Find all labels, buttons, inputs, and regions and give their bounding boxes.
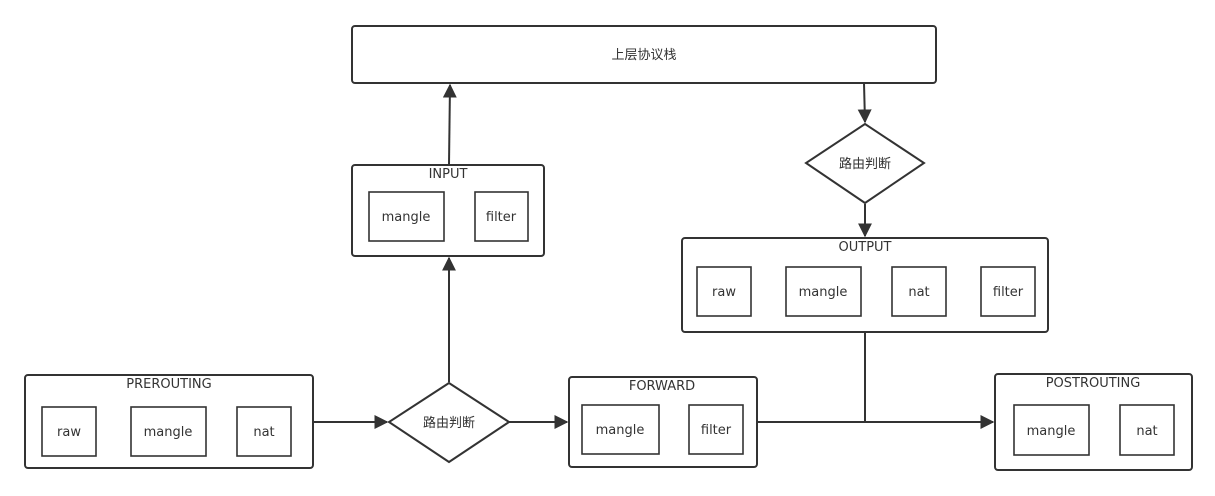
output-table-nat: nat (908, 285, 929, 300)
chain-output: OUTPUT raw mangle nat filter (681, 237, 1049, 333)
chain-prerouting: PREROUTING raw mangle nat (24, 374, 314, 469)
prerouting-table-mangle: mangle (144, 425, 193, 440)
output-table-mangle: mangle (799, 285, 848, 300)
arrow-input-to-upper-stack (442, 83, 457, 165)
chain-postrouting-title: POSTROUTING (1046, 376, 1141, 391)
route-decision-right-label: 路由判断 (839, 156, 891, 172)
postrouting-table-mangle: mangle (1027, 424, 1076, 439)
route-decision-right: 路由判断 (804, 122, 926, 205)
chain-input-title: INPUT (429, 167, 468, 182)
chain-output-title: OUTPUT (839, 240, 892, 255)
chain-input: INPUT mangle filter (351, 164, 545, 257)
input-table-filter: filter (486, 210, 517, 225)
chain-forward: FORWARD mangle filter (568, 376, 758, 468)
prerouting-table-raw: raw (57, 425, 81, 440)
chain-forward-title: FORWARD (629, 379, 695, 394)
output-table-filter: filter (993, 285, 1024, 300)
upper-stack-label: 上层协议栈 (611, 48, 676, 63)
input-table-mangle: mangle (382, 210, 431, 225)
postrouting-table-nat: nat (1136, 424, 1157, 439)
arrow-upper-stack-to-route-right (857, 82, 872, 124)
route-decision-left: 路由判断 (387, 381, 511, 464)
forward-table-mangle: mangle (596, 423, 645, 438)
output-table-raw: raw (712, 285, 736, 300)
route-decision-left-label: 路由判断 (423, 415, 475, 431)
chain-postrouting: POSTROUTING mangle nat (994, 373, 1193, 471)
chain-prerouting-title: PREROUTING (126, 377, 211, 392)
forward-table-filter: filter (701, 423, 732, 438)
upper-stack-node: 上层协议栈 (351, 25, 937, 84)
prerouting-table-nat: nat (253, 425, 274, 440)
